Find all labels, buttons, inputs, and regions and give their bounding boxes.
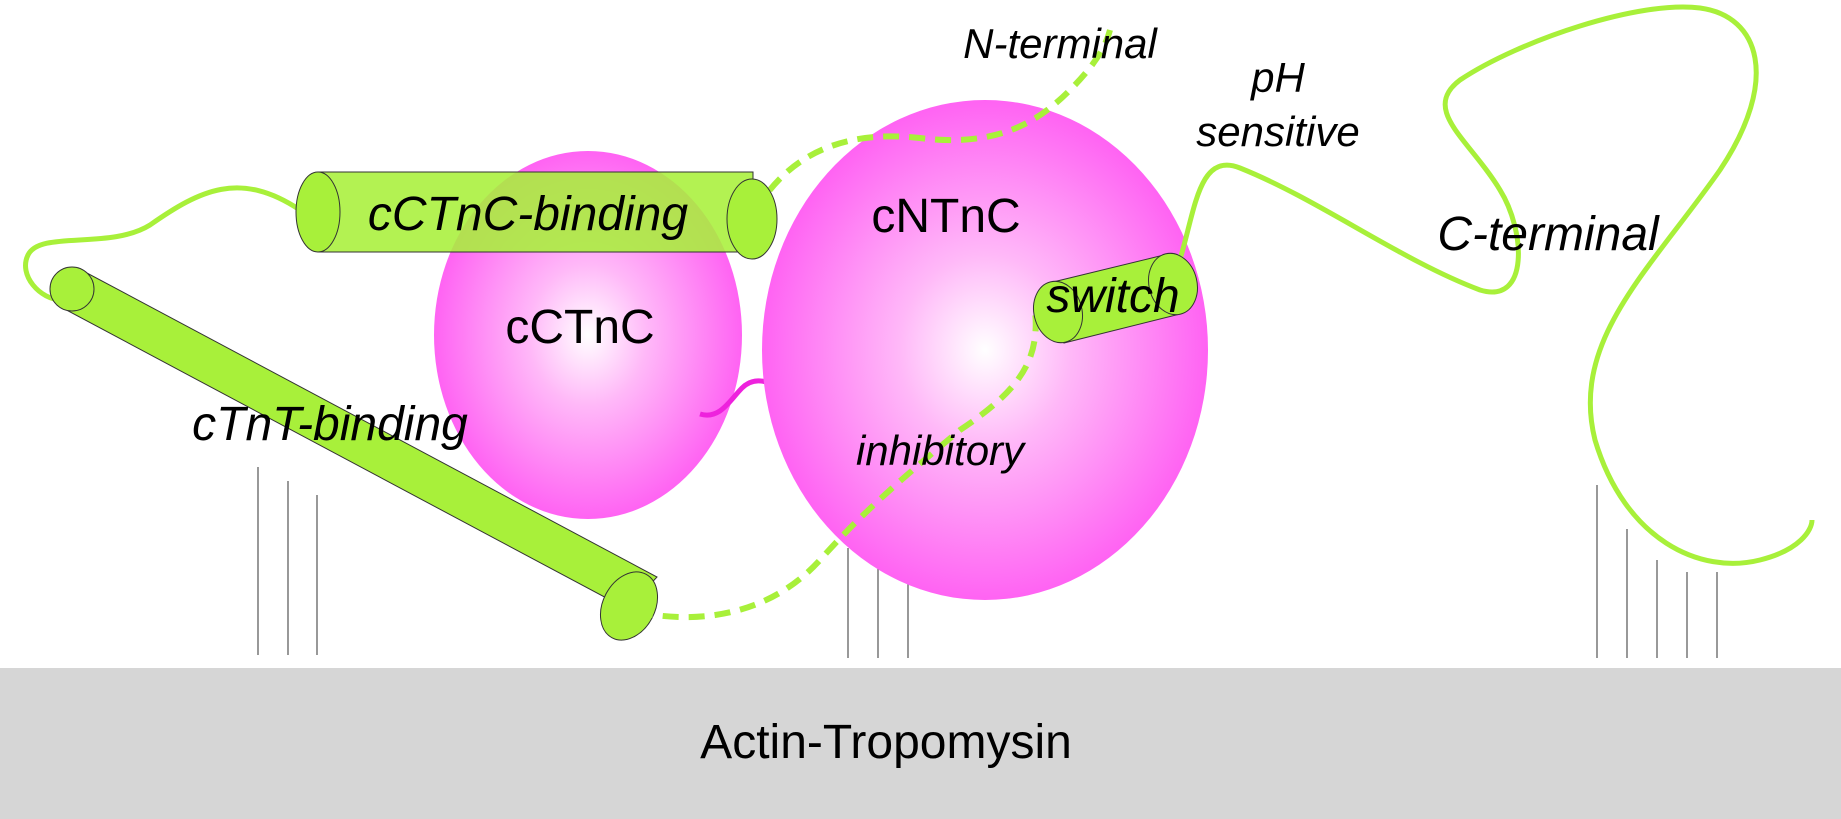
left-loop-linker [23,185,302,303]
ph-sensitive-label-line1: pH [1249,54,1305,101]
c-terminal-strand [1172,4,1815,566]
switch-label: switch [1046,270,1179,323]
actin-tropomysin-bar [0,668,1841,819]
binding-ticks-left [257,467,318,655]
binding-ticks-right [1596,485,1718,658]
switch-helix [1033,252,1198,344]
cctnc-label: cCTnC [505,301,654,354]
actin-tropomysin-label: Actin-Tropomysin [700,716,1072,769]
n-terminal-label: N-terminal [963,20,1158,67]
cntnc-label: cNTnC [871,190,1020,243]
inhibitory-strand [636,309,1039,621]
inhibitory-label: inhibitory [856,427,1027,474]
ph-sensitive-label-line2: sensitive [1196,108,1359,155]
cctnc-binding-helix [295,171,778,260]
c-terminal-label: C-terminal [1437,208,1660,261]
ctnt-binding-label: cTnT-binding [192,398,468,451]
n-terminal-strand [752,29,1113,214]
cntnc-domain [762,100,1208,600]
cctnc-binding-label: cCTnC-binding [368,188,688,241]
ctnt-binding-helix [49,266,659,641]
